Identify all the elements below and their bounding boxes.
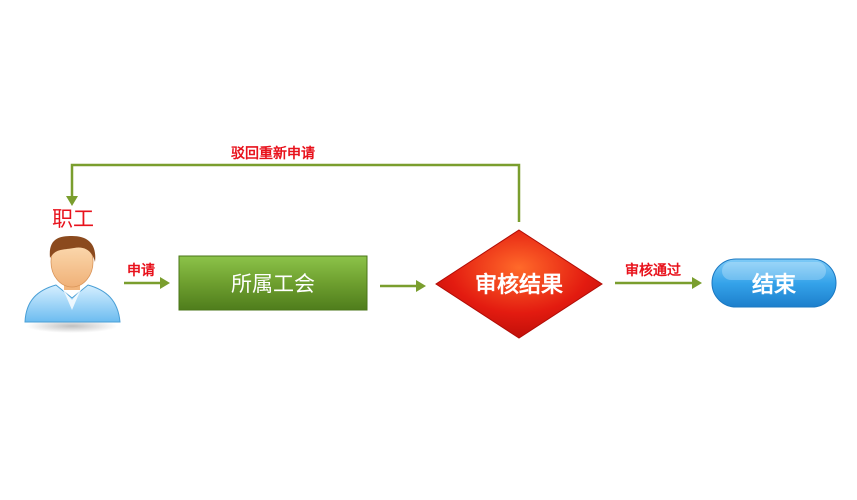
edge-reject: 驳回重新申请 (66, 145, 521, 222)
reject-label: 驳回重新申请 (231, 145, 315, 162)
review-diamond (435, 229, 603, 339)
actor-label: 职工 (52, 207, 94, 231)
end-node: 结束 (711, 258, 837, 308)
reject-arrow-line (70, 163, 521, 222)
approve-arrowhead (692, 277, 702, 289)
edge-apply: 申请 (124, 262, 170, 289)
end-pill (711, 258, 837, 308)
user-icon (24, 236, 121, 323)
union-box (178, 255, 368, 311)
review-node: 审核结果 (435, 229, 603, 339)
approve-label: 审核通过 (625, 262, 681, 279)
end-pill-gloss (722, 262, 826, 280)
union-to-review-arrowhead (416, 280, 426, 292)
actor-node: 职工 (24, 207, 121, 333)
apply-label: 申请 (127, 262, 155, 279)
edge-union-to-review (380, 280, 426, 292)
reject-arrowhead (66, 196, 78, 206)
union-node: 所属工会 (178, 255, 368, 311)
edge-approve: 审核通过 (615, 262, 702, 289)
union-label: 所属工会 (231, 272, 315, 296)
apply-arrowhead (160, 277, 170, 289)
end-label: 结束 (752, 272, 797, 298)
review-label: 审核结果 (475, 272, 563, 298)
